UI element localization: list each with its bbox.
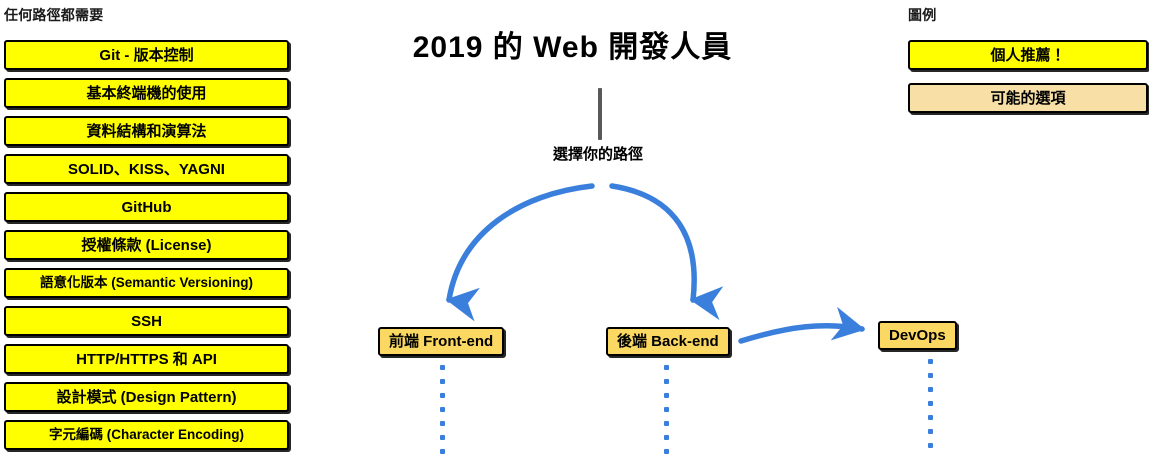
branch-node-backend[interactable]: 後端 Back-end: [606, 327, 730, 356]
requirement-item[interactable]: 授權條款 (License): [4, 230, 289, 260]
legend-item-optional: 可能的選項: [908, 83, 1148, 113]
requirement-label: 資料結構和演算法: [86, 122, 207, 140]
page-title: 2019 的 Web 開發人員: [0, 33, 1149, 63]
requirement-label: 基本終端機的使用: [86, 84, 207, 102]
requirement-label: 字元編碼 (Character Encoding): [48, 427, 245, 443]
continuation-dots-devops: [928, 359, 933, 448]
arrow-to-frontend: [445, 183, 595, 322]
requirement-item[interactable]: 語意化版本 (Semantic Versioning): [4, 268, 289, 298]
requirement-item[interactable]: SOLID、KISS、YAGNI: [4, 154, 289, 184]
requirement-label: 語意化版本 (Semantic Versioning): [39, 275, 254, 291]
left-column-heading: 任何路徑都需要: [4, 7, 104, 23]
requirement-label: Git - 版本控制: [99, 46, 194, 64]
choose-path-label: 選擇你的路徑: [0, 147, 1149, 162]
requirement-item[interactable]: Git - 版本控制: [4, 40, 289, 70]
requirement-label: 授權條款 (License): [81, 236, 212, 254]
legend-heading: 圖例: [908, 7, 937, 23]
branch-node-label: 前端 Front-end: [389, 333, 494, 350]
choose-path-text: 選擇你的路徑: [552, 146, 643, 163]
requirement-label: GitHub: [121, 198, 172, 216]
requirement-item[interactable]: 字元編碼 (Character Encoding): [4, 420, 289, 450]
requirement-label: 設計模式 (Design Pattern): [56, 388, 237, 406]
branch-node-label: 後端 Back-end: [617, 333, 719, 350]
continuation-dots-frontend: [440, 365, 445, 454]
requirement-item[interactable]: GitHub: [4, 192, 289, 222]
continuation-dots-backend: [664, 365, 669, 454]
requirement-item[interactable]: 資料結構和演算法: [4, 116, 289, 146]
arrow-backend-to-devops: [738, 306, 866, 344]
requirement-label: HTTP/HTTPS 和 API: [76, 350, 217, 368]
requirement-item[interactable]: 基本終端機的使用: [4, 78, 289, 108]
branch-node-frontend[interactable]: 前端 Front-end: [378, 327, 505, 356]
requirement-label: SOLID、KISS、YAGNI: [68, 160, 225, 178]
title-stem-line: [598, 88, 602, 140]
branch-node-devops[interactable]: DevOps: [878, 321, 957, 350]
legend-item-label: 可能的選項: [990, 89, 1066, 107]
requirement-item[interactable]: HTTP/HTTPS 和 API: [4, 344, 289, 374]
requirement-item[interactable]: 設計模式 (Design Pattern): [4, 382, 289, 412]
legend-item-recommended: 個人推薦！: [908, 40, 1148, 70]
requirement-item[interactable]: SSH: [4, 306, 289, 336]
legend-item-label: 個人推薦！: [990, 46, 1066, 64]
requirement-label: SSH: [131, 312, 162, 330]
page-title-text: 2019 的 Web 開發人員: [412, 31, 733, 64]
arrow-to-backend: [609, 183, 724, 321]
branch-node-label: DevOps: [889, 327, 946, 344]
